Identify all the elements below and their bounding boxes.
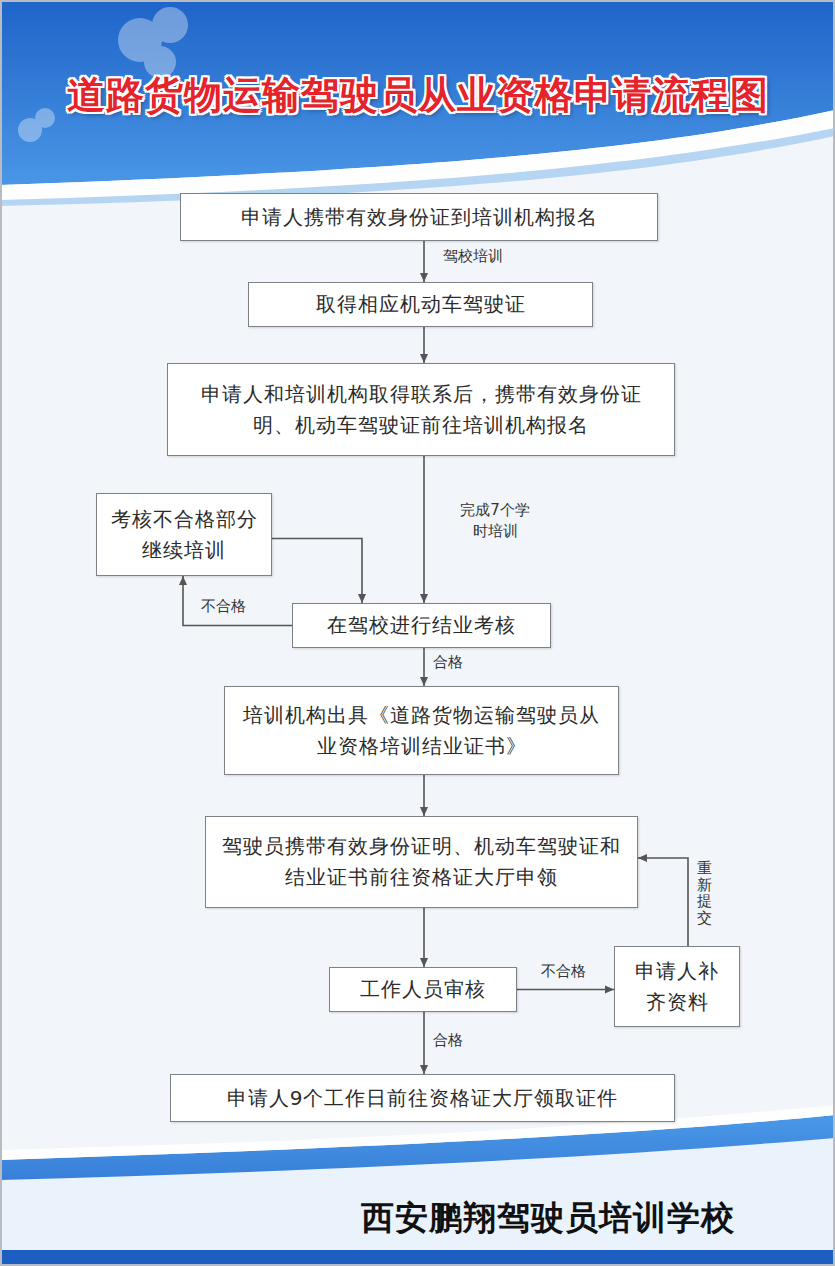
process-box: 考核不合格部分继续培训: [96, 493, 272, 576]
edge-label: 合格: [430, 652, 466, 673]
flow-arrow: [423, 456, 425, 603]
process-box: 申请人补齐资料: [614, 946, 740, 1027]
box-text: 申请人和培训机构取得联系后，携带有效身份证明、机动车驾驶证前往培训机构报名: [180, 379, 662, 441]
edge-label: 不合格: [538, 961, 589, 982]
box-text: 申请人携带有效身份证到培训机构报名: [241, 202, 598, 233]
box-text: 培训机构出具《道路货物运输驾驶员从业资格培训结业证书》: [237, 700, 606, 762]
poster-title: 道路货物运输驾驶员从业资格申请流程图: [0, 70, 835, 121]
flow-arrow: [423, 908, 425, 967]
edge-label: 不合格: [198, 596, 249, 617]
flow-arrow: [423, 775, 425, 816]
flow-arrow: [183, 576, 292, 626]
flow-arrow: [423, 241, 425, 282]
flow-arrow: [272, 539, 362, 604]
box-text: 申请人补齐资料: [627, 956, 727, 1018]
box-text: 考核不合格部分继续培训: [109, 504, 259, 566]
flow-arrow: [517, 989, 614, 991]
flow-arrow: [423, 327, 425, 363]
box-text: 申请人9个工作日前往资格证大厅领取证件: [227, 1083, 619, 1114]
edge-label: 重新提交: [696, 858, 713, 928]
school-name: 西安鹏翔驾驶员培训学校: [361, 1196, 735, 1241]
flow-arrow: [638, 858, 688, 946]
box-text: 驾驶员携带有效身份证明、机动车驾驶证和结业证书前往资格证大厅申领: [218, 831, 625, 893]
process-box: 取得相应机动车驾驶证: [248, 282, 593, 327]
box-text: 在驾校进行结业考核: [327, 610, 516, 641]
process-box: 在驾校进行结业考核: [292, 603, 551, 648]
process-box: 培训机构出具《道路货物运输驾驶员从业资格培训结业证书》: [224, 686, 619, 775]
process-box: 申请人携带有效身份证到培训机构报名: [180, 193, 658, 241]
edge-label: 合格: [430, 1030, 466, 1051]
process-box: 申请人9个工作日前往资格证大厅领取证件: [170, 1074, 675, 1122]
process-box: 工作人员审核: [329, 967, 517, 1012]
edge-label: 完成7个学时培训: [452, 500, 538, 542]
box-text: 取得相应机动车驾驶证: [316, 289, 526, 320]
flow-arrow: [423, 648, 425, 686]
process-box: 申请人和培训机构取得联系后，携带有效身份证明、机动车驾驶证前往培训机构报名: [167, 363, 675, 456]
edge-label: 驾校培训: [440, 246, 506, 267]
flow-arrow: [423, 1012, 425, 1074]
box-text: 工作人员审核: [360, 974, 486, 1005]
process-box: 驾驶员携带有效身份证明、机动车驾驶证和结业证书前往资格证大厅申领: [205, 816, 638, 908]
